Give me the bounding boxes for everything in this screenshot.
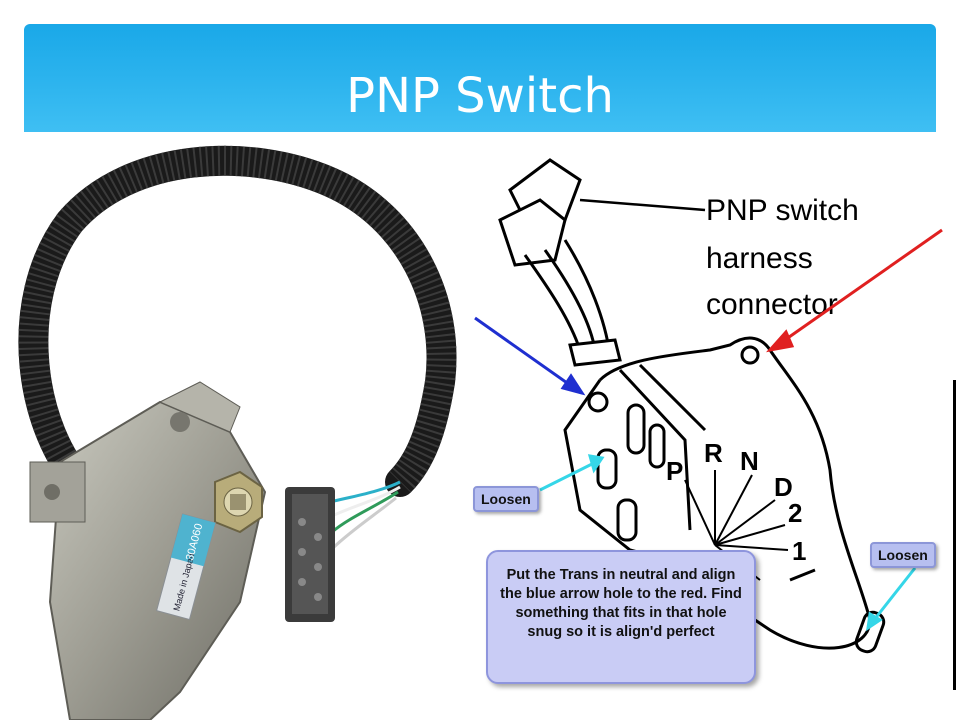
blue-arrow bbox=[474, 316, 586, 396]
instruction-note: Put the Trans in neutral and align the b… bbox=[486, 550, 756, 684]
gear-r: R bbox=[704, 438, 723, 468]
harness-connector-drawing bbox=[498, 158, 622, 367]
cyan-arrow-right bbox=[866, 567, 917, 632]
switch-housing: Made in Japan 30A060 bbox=[29, 381, 267, 720]
harness-label-line2: harness bbox=[706, 242, 813, 275]
red-arrow bbox=[765, 228, 943, 353]
title-bar: PNP Switch bbox=[24, 24, 936, 132]
slide-title: PNP Switch bbox=[346, 68, 614, 124]
loosen-label-left: Loosen bbox=[473, 486, 539, 512]
gear-p: P bbox=[666, 456, 683, 486]
gear-d: D bbox=[774, 472, 793, 502]
loosen-label-right: Loosen bbox=[870, 542, 936, 568]
edge-divider bbox=[953, 380, 956, 690]
gear-n: N bbox=[740, 446, 759, 476]
gear-1: 1 bbox=[792, 536, 806, 566]
gear-2: 2 bbox=[788, 498, 802, 528]
cyan-arrow-left bbox=[539, 454, 605, 492]
pnp-switch-photo: Made in Japan 30A060 bbox=[18, 145, 457, 720]
harness-label-line1: PNP switch bbox=[706, 194, 859, 227]
pnp-switch-diagram: PNP switch harness connector P R N D 2 1 bbox=[474, 158, 943, 654]
electrical-connector bbox=[285, 487, 335, 622]
harness-label-line3: connector bbox=[706, 288, 838, 321]
